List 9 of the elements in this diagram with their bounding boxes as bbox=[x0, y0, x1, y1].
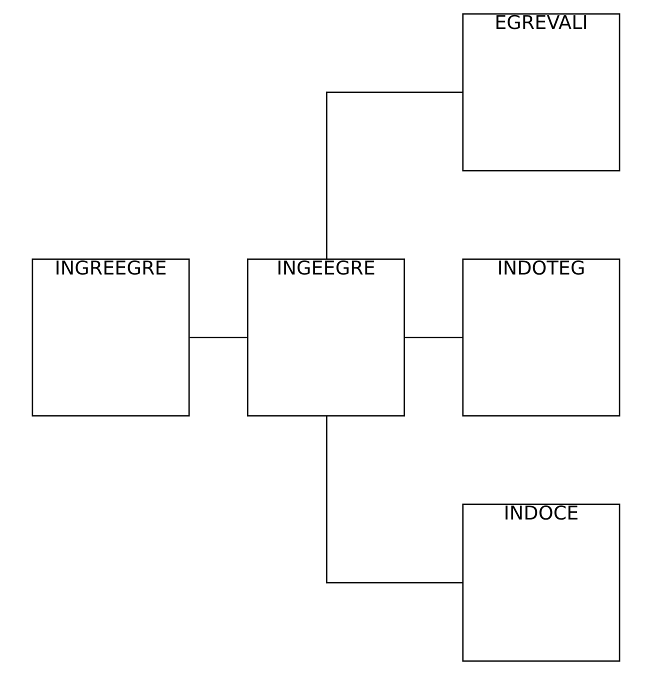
connector bbox=[404, 336, 462, 338]
connector bbox=[189, 336, 247, 338]
node-box: INDOCE bbox=[462, 504, 620, 662]
node-box: EGREVALI bbox=[462, 13, 620, 172]
node-box: INGEEGRE bbox=[246, 258, 404, 416]
connector bbox=[326, 416, 462, 584]
node-box: INDOTEG bbox=[462, 258, 620, 416]
node-box: INGREEGRE bbox=[31, 258, 190, 416]
connector bbox=[326, 92, 462, 259]
